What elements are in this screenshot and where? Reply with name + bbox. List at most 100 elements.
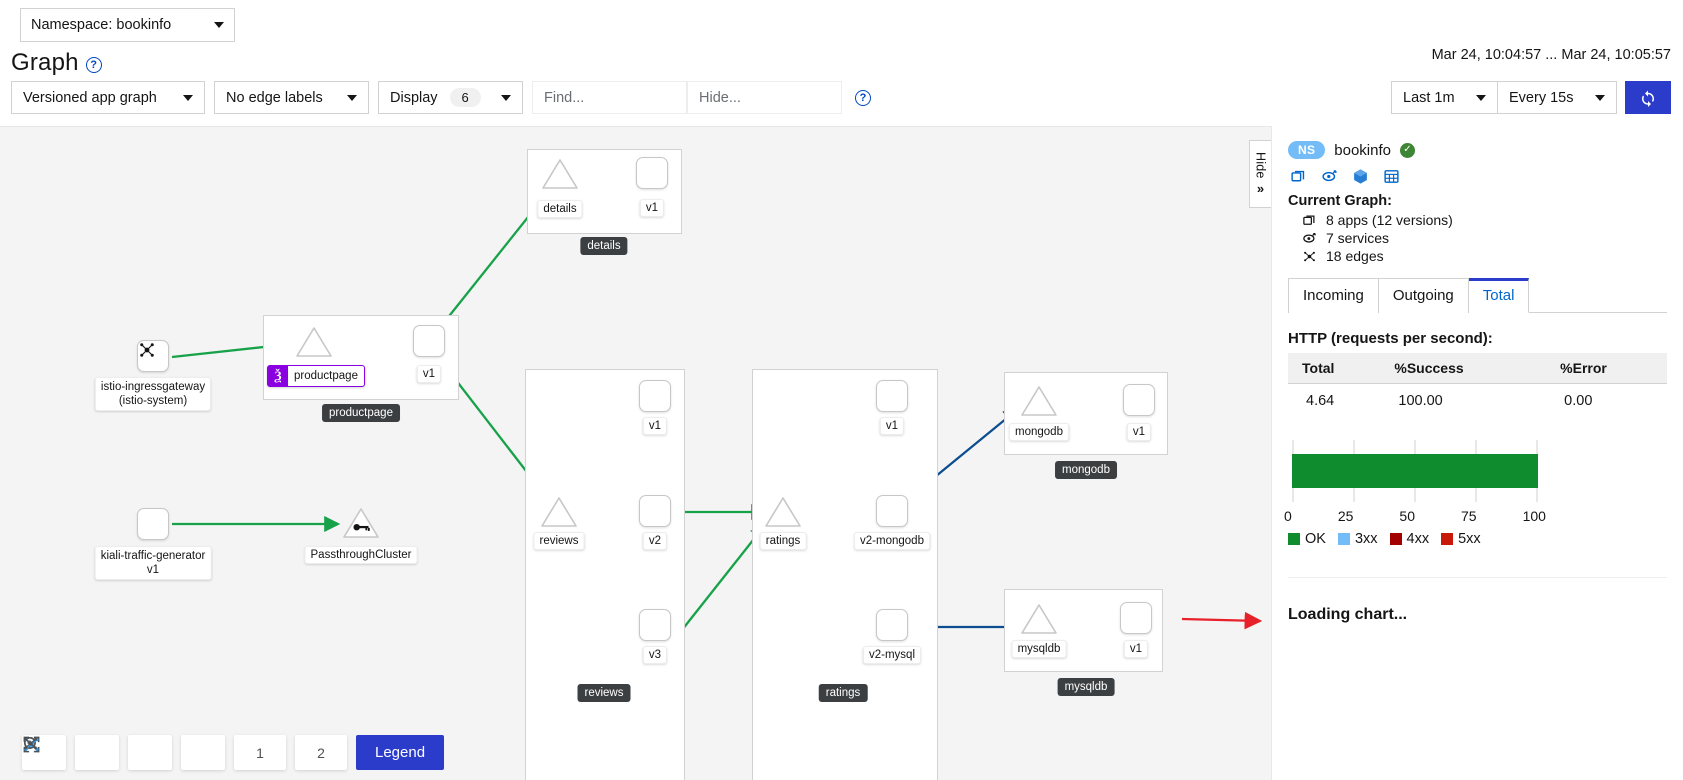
legend-entry-4xx[interactable]: 4xx [1389, 531, 1430, 547]
display-count-badge: 6 [449, 88, 481, 107]
group-ratings[interactable] [752, 369, 938, 780]
apps-icon [1303, 215, 1315, 225]
page-title: Graph ? [11, 49, 102, 77]
node-kiali-traffic-generator[interactable] [137, 508, 169, 540]
node-productpage-service[interactable] [294, 325, 334, 359]
chevron-down-icon [1476, 94, 1486, 101]
graph-tools-toolbar: 1 2 Legend [22, 735, 445, 770]
layout-1-label: 1 [256, 744, 264, 761]
column-header-total: Total [1288, 353, 1381, 384]
fit-to-screen-button[interactable] [23, 735, 172, 770]
group-reviews[interactable] [525, 369, 685, 780]
legend-entry-ok[interactable]: OK [1288, 531, 1326, 547]
node-reviews-v1[interactable] [639, 380, 671, 412]
node-reviews-v2[interactable] [639, 495, 671, 527]
cell-total: 4.64 [1306, 393, 1335, 409]
node-productpage-v1[interactable] [413, 325, 445, 357]
graph-canvas[interactable]: details v1 details Ѯ productpage v1 prod… [0, 126, 1271, 780]
workloads-icon[interactable] [1352, 168, 1369, 185]
tab-incoming[interactable]: Incoming [1288, 278, 1379, 313]
layout-1-button[interactable]: 1 [24, 735, 286, 770]
node-label-mongodb-v1: v1 [1126, 423, 1152, 441]
group-label-productpage: productpage [322, 404, 400, 422]
find-placeholder: Find... [544, 89, 585, 106]
namespace-header: NS bookinfo ✓ [1288, 141, 1667, 159]
node-mysqldb-service[interactable] [1019, 602, 1059, 636]
chart-legend: OK 3xx 4xx 5xx [1288, 531, 1667, 547]
refresh-interval-select[interactable]: Every 15s [1497, 81, 1617, 114]
node-passthroughcluster[interactable] [341, 506, 381, 540]
tick-100: 100 [1522, 508, 1546, 524]
question-circle-icon[interactable]: ? [855, 90, 871, 106]
legend-label-3xx: 3xx [1354, 531, 1378, 547]
virtual-service-label: productpage [294, 370, 358, 382]
group-label-mongodb: mongodb [1055, 461, 1117, 479]
node-ratings-v1[interactable] [876, 380, 908, 412]
legend-entry-5xx[interactable]: 5xx [1441, 531, 1481, 547]
legend-label-4xx: 4xx [1406, 531, 1430, 547]
node-ratings-v2-mongodb[interactable] [876, 495, 908, 527]
virtual-service-icon: Ѯ [268, 366, 289, 386]
node-label-passthroughcluster: PassthroughCluster [304, 546, 418, 564]
virtual-service-badge-productpage[interactable]: Ѯ productpage [267, 365, 365, 387]
chevron-down-icon [347, 94, 357, 101]
tick-50: 50 [1399, 508, 1415, 524]
node-reviews-service[interactable] [539, 495, 579, 529]
namespace-name: bookinfo [1334, 141, 1391, 159]
refresh-button[interactable] [1625, 81, 1671, 114]
find-input[interactable]: Find... [532, 81, 687, 114]
hide-placeholder: Hide... [699, 89, 741, 106]
graph-toolbar: Versioned app graph No edge labels Displ… [11, 81, 871, 114]
node-mysqldb-v1[interactable] [1120, 602, 1152, 634]
question-circle-icon[interactable]: ? [85, 57, 102, 73]
node-istio-ingressgateway[interactable] [137, 340, 169, 372]
graph-type-select[interactable]: Versioned app graph [11, 81, 205, 114]
layout-default-button[interactable] [24, 735, 225, 770]
http-stats-table: Total %Success %Error 4.64 100.00 0.00 [1288, 353, 1667, 418]
node-ratings-service[interactable] [763, 495, 803, 529]
node-label-details: details [537, 200, 583, 218]
tab-outgoing[interactable]: Outgoing [1378, 278, 1469, 313]
legend-swatch-4xx [1389, 533, 1402, 545]
namespace-selector[interactable]: Namespace: bookinfo [20, 8, 235, 42]
http-stats-title: HTTP (requests per second): [1288, 330, 1493, 347]
legend-entry-3xx[interactable]: 3xx [1337, 531, 1378, 547]
current-graph-apps: 8 apps (12 versions) [1302, 212, 1667, 228]
istio-config-icon[interactable] [1383, 168, 1400, 185]
node-label-ratings-v2-mysql: v2-mysql [862, 646, 922, 664]
side-panel: NS bookinfo ✓ Current Graph: [1271, 126, 1683, 780]
group-label-mysqldb: mysqldb [1057, 678, 1115, 696]
display-select[interactable]: Display 6 [378, 81, 523, 114]
node-reviews-v3[interactable] [639, 609, 671, 641]
services-icon [1303, 232, 1316, 243]
layout-2-button[interactable]: 2 [24, 735, 347, 770]
hide-input[interactable]: Hide... [687, 81, 842, 114]
node-ratings-v2-mysql[interactable] [876, 609, 908, 641]
tab-total[interactable]: Total [1468, 278, 1530, 313]
apps-icon[interactable] [1290, 168, 1307, 185]
hide-panel-toggle[interactable]: Hide » [1249, 140, 1271, 208]
chevron-down-icon [183, 94, 193, 101]
column-header-success: %Success [1380, 353, 1547, 384]
node-label-productpage-v1: v1 [416, 365, 442, 383]
services-icon[interactable] [1321, 168, 1338, 185]
namespace-selector-label: Namespace: bookinfo [31, 17, 172, 33]
hide-panel-label: Hide [1253, 152, 1268, 179]
key-icon [343, 508, 379, 538]
chevron-double-right-icon: » [1256, 180, 1265, 196]
node-mongodb-v1[interactable] [1123, 384, 1155, 416]
edge-labels-select[interactable]: No edge labels [214, 81, 369, 114]
bar-segment-ok [1292, 454, 1538, 488]
node-details-v1[interactable] [636, 157, 668, 189]
node-details-service[interactable] [540, 157, 580, 191]
time-range-text: Mar 24, 10:04:57 ... Mar 24, 10:05:57 [1431, 47, 1671, 63]
legend-button[interactable]: Legend [356, 735, 445, 770]
current-graph-apps-text: 8 apps (12 versions) [1326, 212, 1453, 228]
legend-swatch-3xx [1337, 533, 1350, 545]
node-mongodb-service[interactable] [1019, 384, 1059, 418]
duration-select[interactable]: Last 1m [1391, 81, 1497, 114]
current-graph-title: Current Graph: [1288, 193, 1392, 209]
zoom-out-button[interactable] [24, 735, 119, 770]
node-label-reviews: reviews [533, 532, 585, 550]
